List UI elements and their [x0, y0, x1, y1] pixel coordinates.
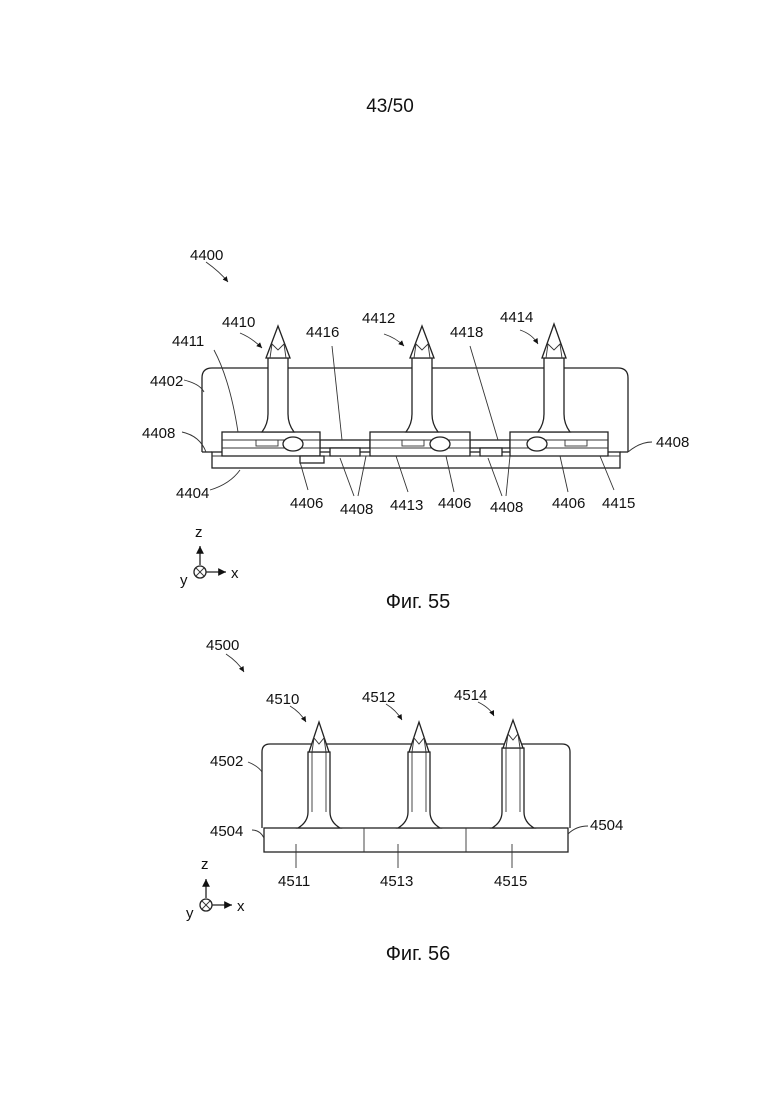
figure-55: 4400 4410 4412 4414 4411 4416 4418 4402 … [142, 247, 689, 613]
label-4414: 4414 [500, 309, 533, 326]
label-4515: 4515 [494, 873, 527, 890]
label-4500: 4500 [206, 637, 239, 654]
label-4408-left: 4408 [142, 425, 175, 442]
label-4415: 4415 [602, 495, 635, 512]
label-4512: 4512 [362, 689, 395, 706]
needle-4510 [298, 722, 340, 828]
axis-x: x [231, 565, 239, 582]
axis-y: y [186, 905, 194, 922]
carriage-4413 [370, 432, 470, 456]
needle-4514 [492, 720, 534, 828]
label-4400: 4400 [190, 247, 223, 264]
label-4411: 4411 [172, 333, 204, 350]
label-4406-c: 4406 [552, 495, 585, 512]
needle-4414 [538, 324, 570, 432]
label-4402: 4402 [150, 373, 183, 390]
carriage-4411 [222, 432, 324, 463]
label-4418: 4418 [450, 324, 483, 341]
base-4504 [264, 828, 568, 852]
figure-55-caption: Фиг. 55 [386, 591, 451, 613]
label-4410: 4410 [222, 314, 255, 331]
axis-triad-55: z y x [180, 524, 239, 589]
label-4504-left: 4504 [210, 823, 243, 840]
label-4502: 4502 [210, 753, 243, 770]
page-number: 43/50 [366, 96, 414, 117]
needle-4410 [262, 326, 294, 432]
needle-4512 [398, 722, 440, 828]
label-4408-right: 4408 [656, 434, 689, 451]
axis-triad-56: z y x [186, 856, 245, 922]
rail-4416 [320, 440, 370, 448]
rail-4418 [470, 440, 510, 448]
label-4404: 4404 [176, 485, 209, 502]
label-4511: 4511 [278, 873, 310, 890]
label-4406-b: 4406 [438, 495, 471, 512]
axis-z: z [195, 524, 203, 541]
axis-x: x [237, 898, 245, 915]
label-4412: 4412 [362, 310, 395, 327]
label-4413: 4413 [390, 497, 423, 514]
axis-z: z [201, 856, 209, 873]
figure-56-caption: Фиг. 56 [386, 943, 451, 965]
figure-56: 4500 4510 4512 4514 4502 4504 4504 4511 … [186, 637, 623, 965]
label-4408-b: 4408 [340, 501, 373, 518]
axis-y: y [180, 572, 188, 589]
carriage-4415 [510, 432, 608, 456]
label-4406-a: 4406 [290, 495, 323, 512]
label-4513: 4513 [380, 873, 413, 890]
label-4510: 4510 [266, 691, 299, 708]
needle-4412 [406, 326, 438, 432]
label-4416: 4416 [306, 324, 339, 341]
label-4504-right: 4504 [590, 817, 623, 834]
label-4408-c: 4408 [490, 499, 523, 516]
label-4514: 4514 [454, 687, 487, 704]
